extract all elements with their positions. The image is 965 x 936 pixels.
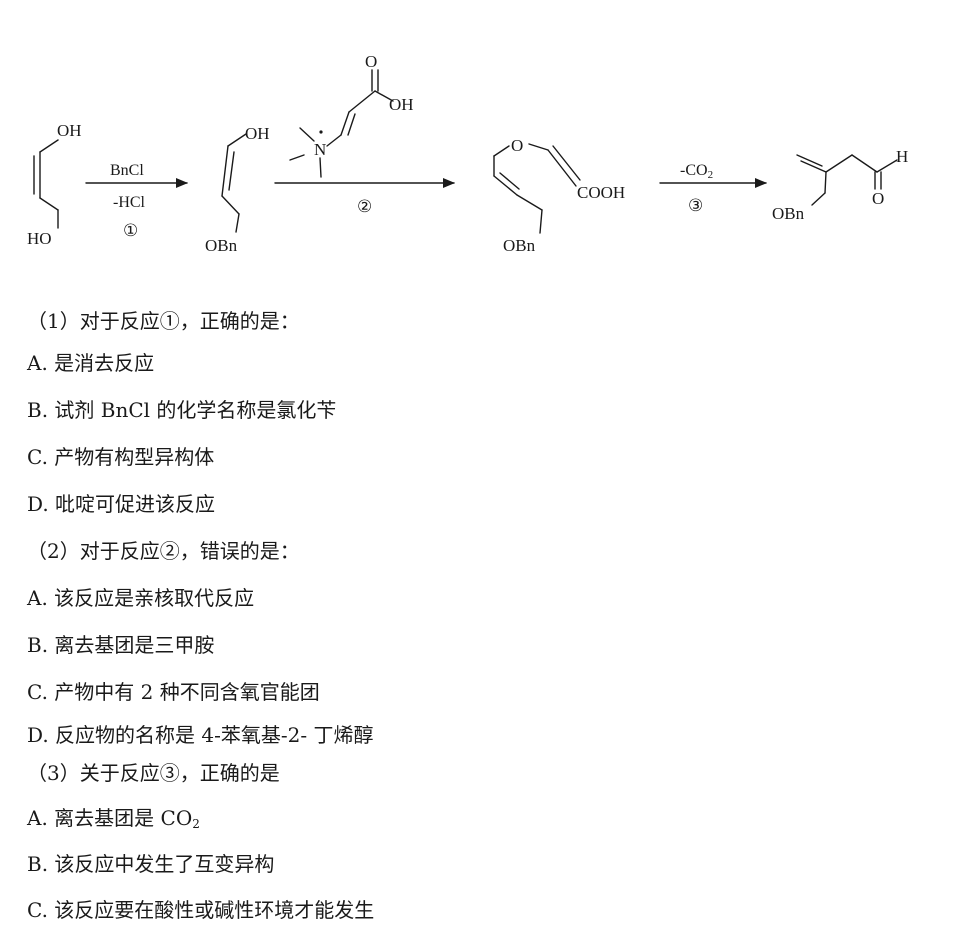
question-1-option-d: D. 吡啶可促进该反应 [27, 492, 216, 516]
step1-byproduct: -HCl [113, 194, 146, 211]
product-o-label: O [872, 189, 884, 208]
intermediate-1-benzyl-ether [221, 133, 247, 233]
reaction-scheme: OH HO BnCl -HCl ① OH OBn O OH N ② O COOH… [27, 52, 908, 255]
step1-reagent: BnCl [110, 162, 144, 179]
question-3-option-c: C. 该反应要在酸性或碱性环境才能发生 [27, 898, 375, 922]
step3-number: ③ [688, 196, 703, 215]
question-3-option-a-text: A. 离去基团是 CO [27, 806, 193, 830]
step2-number: ② [357, 197, 372, 216]
question-3-stem: （3）关于反应③，正确的是 [27, 761, 280, 785]
starting-material-diol [33, 139, 59, 229]
int2-obn-label: OBn [503, 236, 536, 255]
sm-ho-label: HO [27, 229, 52, 248]
question-3-option-a-subscript: 2 [192, 817, 200, 831]
reagent2-oh-label: OH [389, 95, 414, 114]
question-2-stem: （2）对于反应②，错误的是： [27, 539, 300, 563]
question-1-option-c: C. 产物有构型异构体 [27, 445, 215, 469]
step1-number: ① [123, 221, 138, 240]
question-2-option-d: D. 反应物的名称是 4-苯氧基-2- 丁烯醇 [27, 723, 374, 747]
product-h-label: H [896, 147, 908, 166]
int2-o-label: O [511, 136, 523, 155]
reagent-2-ammonium-acrylate [289, 69, 394, 178]
step3-reagent: -CO2 [680, 162, 713, 181]
question-1-option-b: B. 试剂 BnCl 的化学名称是氯化苄 [27, 398, 337, 422]
question-3-option-a: A. 离去基团是 CO2 [27, 806, 200, 836]
radical-dot [319, 130, 323, 134]
int1-obn-label: OBn [205, 236, 238, 255]
intermediate-2-vinyl-ether-acid [493, 143, 581, 234]
int1-oh-label: OH [245, 124, 270, 143]
question-3-option-b: B. 该反应中发生了互变异构 [27, 852, 275, 876]
reagent2-n-label: N [314, 140, 326, 159]
product-obn-label: OBn [772, 204, 805, 223]
sm-oh-label: OH [57, 121, 82, 140]
question-2-option-a: A. 该反应是亲核取代反应 [27, 586, 255, 610]
question-2-option-c: C. 产物中有 2 种不同含氧官能团 [27, 680, 320, 704]
product-aldehyde [796, 154, 898, 206]
int2-cooh-label: COOH [577, 183, 625, 202]
question-2-option-b: B. 离去基团是三甲胺 [27, 633, 215, 657]
question-1-option-a: A. 是消去反应 [27, 351, 155, 375]
question-1-stem: （1）对于反应①，正确的是： [27, 309, 300, 333]
reagent2-o-label: O [365, 52, 377, 71]
